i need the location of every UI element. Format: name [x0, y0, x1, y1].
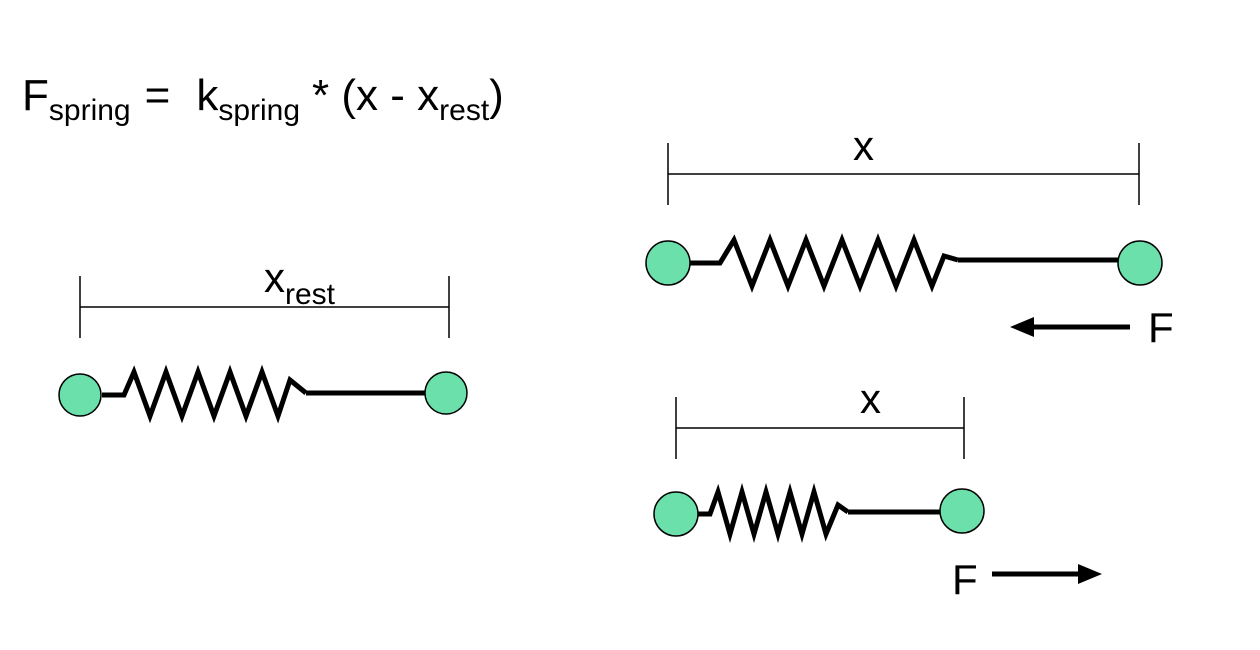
compressed-spring-coil [698, 482, 850, 544]
formula-equals: = [145, 71, 171, 120]
rest-spring-left-mass [58, 373, 102, 417]
left-force-arrow [1010, 317, 1130, 337]
spring-force-formula: Fspring=kspring* (x - xrest) [22, 71, 504, 127]
formula-k: k [196, 71, 219, 120]
formula-difference: * (x - x [312, 71, 439, 120]
stretched-force-label: F [1148, 304, 1174, 351]
formula-close-paren: ) [489, 71, 504, 120]
formula-F-subscript: spring [49, 94, 131, 127]
stretched-spring-coil [690, 233, 959, 293]
stretched-spring-right-mass [1117, 240, 1163, 286]
formula-F: F [22, 71, 49, 120]
compressed-spring-right-mass [939, 488, 985, 534]
stretched-length-label: x [853, 122, 874, 169]
rest-length-bracket [79, 276, 450, 338]
rest-spring-right-mass [424, 371, 468, 415]
rest-length-x: x [264, 254, 285, 301]
formula-k-subscript: spring [218, 94, 300, 127]
formula-rest-subscript: rest [439, 94, 490, 127]
compressed-spring-left-mass [653, 491, 699, 537]
stretched-length-bracket [667, 143, 1140, 205]
right-force-arrow [992, 564, 1102, 584]
compressed-length-bracket [675, 397, 965, 459]
stretched-spring-left-mass [645, 240, 691, 286]
rest-length-subscript: rest [285, 278, 336, 311]
rest-length-label: xrest [264, 254, 336, 311]
compressed-force-label: F [952, 556, 978, 603]
rest-spring-coil [102, 364, 308, 424]
compressed-length-label: x [860, 375, 881, 422]
